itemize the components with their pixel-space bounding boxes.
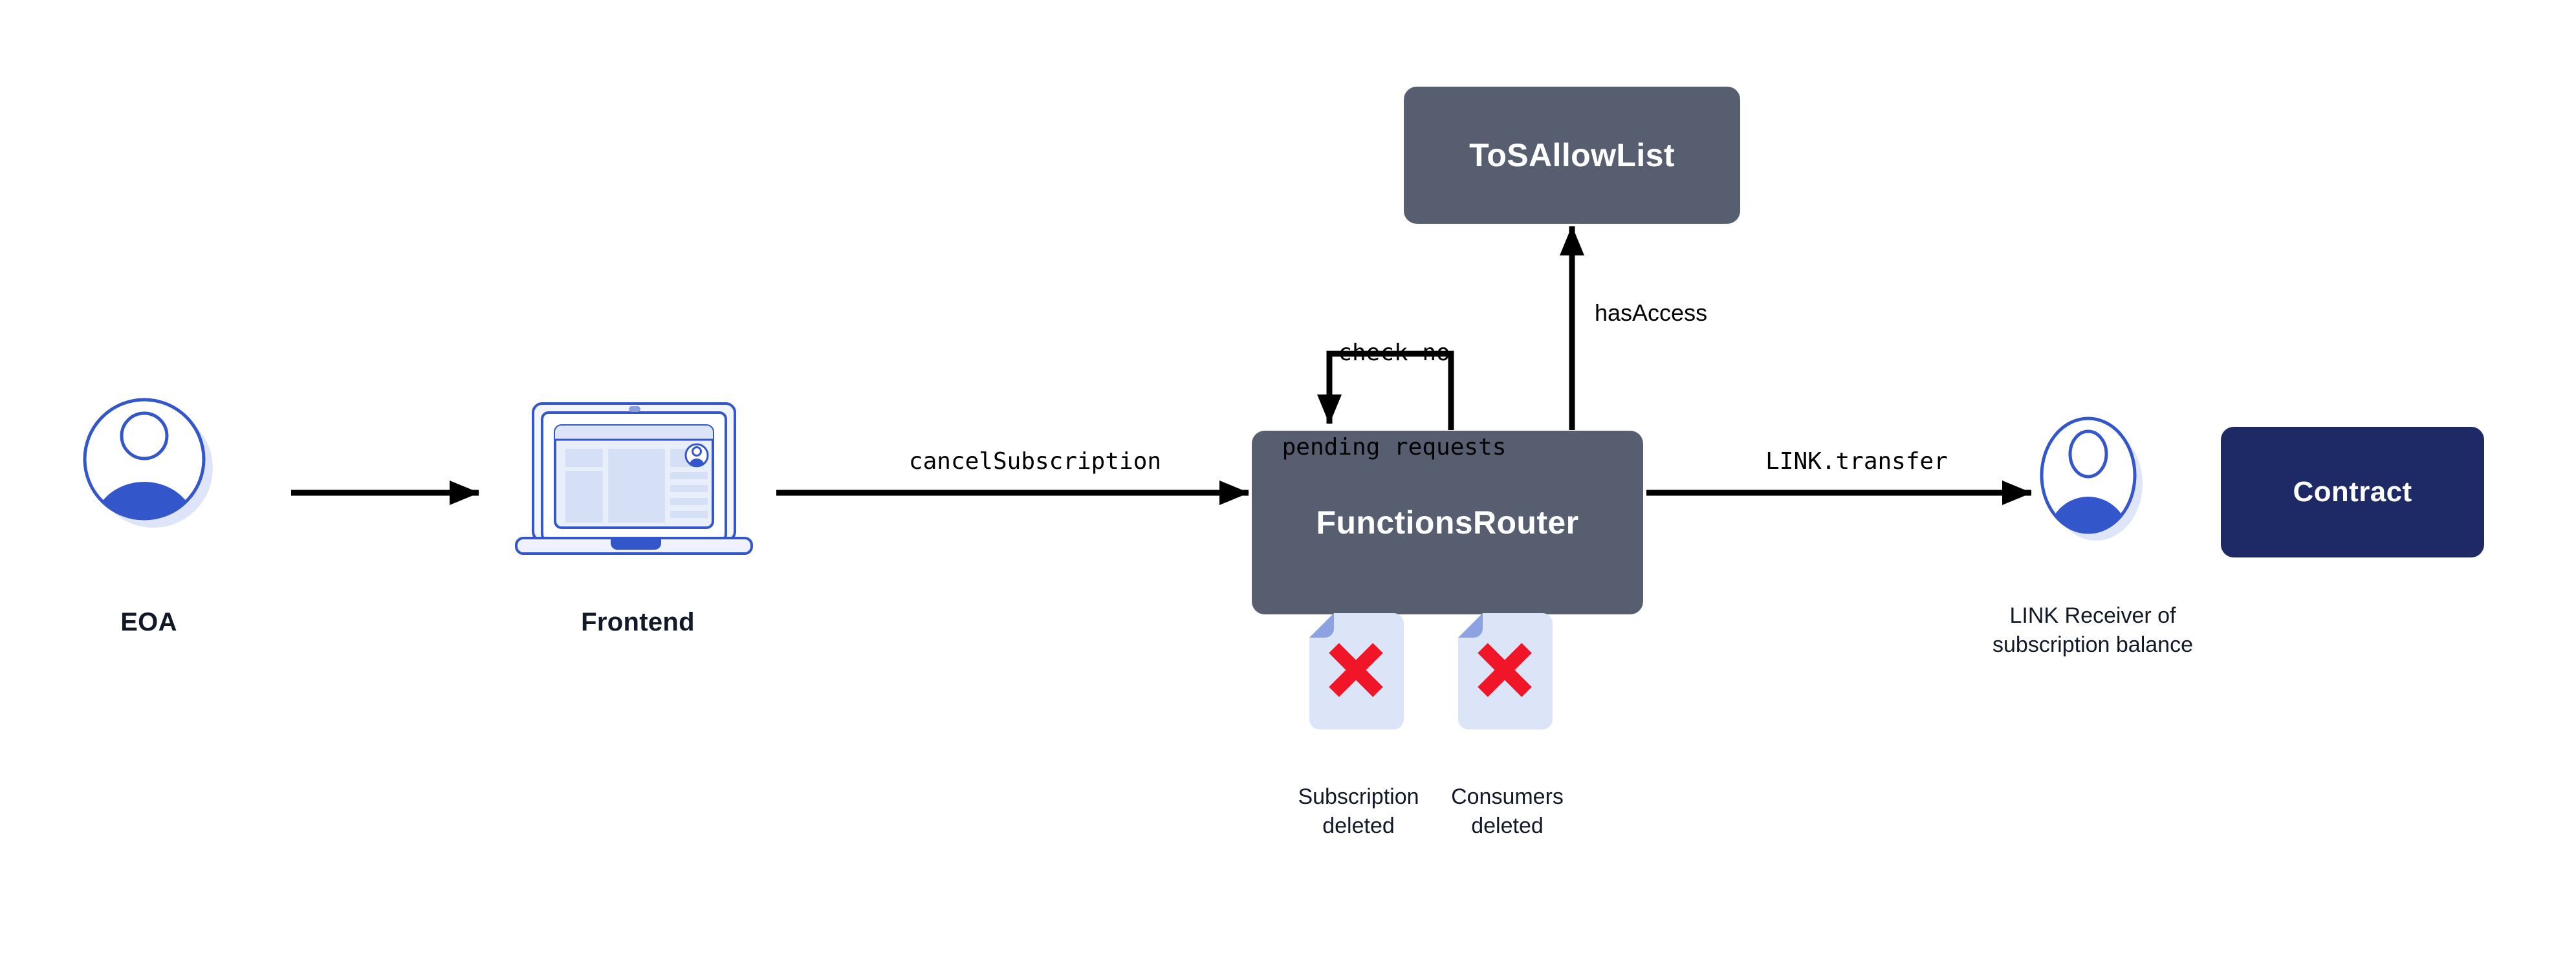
subscription-deleted-line2: deleted <box>1322 813 1395 838</box>
contract-label: Contract <box>2293 476 2412 508</box>
eoa-label: EOA <box>120 608 177 636</box>
edge-label-has-access: hasAccess <box>1595 299 1708 326</box>
link-receiver-avatar-icon <box>2038 414 2148 543</box>
link-receiver-label: LINK Receiver of subscription balance <box>1941 601 2245 660</box>
consumers-deleted-label: Consumers deleted <box>1417 783 1598 841</box>
file-x-icon-consumers <box>1457 613 1554 729</box>
contract-node[interactable]: Contract <box>2221 427 2484 557</box>
link-receiver-label-line1: LINK Receiver of <box>2009 603 2176 628</box>
frontend-label: Frontend <box>581 608 695 636</box>
edge-label-link-transfer: LINK.transfer <box>1765 448 1948 475</box>
check-pending-line1: check no <box>1338 340 1450 367</box>
file-x-icon-subscription <box>1308 613 1405 729</box>
subscription-deleted-line1: Subscription <box>1298 784 1419 809</box>
link-receiver-label-line2: subscription balance <box>1992 632 2193 657</box>
frontend-laptop-icon <box>508 398 767 573</box>
subscription-deleted-label: Subscription deleted <box>1268 783 1449 841</box>
edge-label-check-pending-requests: check no pending requests <box>1232 275 1556 526</box>
tos-allowlist-node[interactable]: ToSAllowList <box>1404 87 1740 224</box>
eoa-avatar-icon <box>81 396 217 532</box>
functions-router-label: FunctionsRouter <box>1316 504 1579 541</box>
consumers-deleted-line2: deleted <box>1471 813 1544 838</box>
check-pending-line2: pending requests <box>1282 433 1507 460</box>
tos-allowlist-label: ToSAllowList <box>1469 137 1675 173</box>
consumers-deleted-line1: Consumers <box>1451 784 1564 809</box>
functions-router-node[interactable]: FunctionsRouter <box>1252 431 1643 614</box>
edge-label-cancel-subscription: cancelSubscription <box>908 448 1162 475</box>
